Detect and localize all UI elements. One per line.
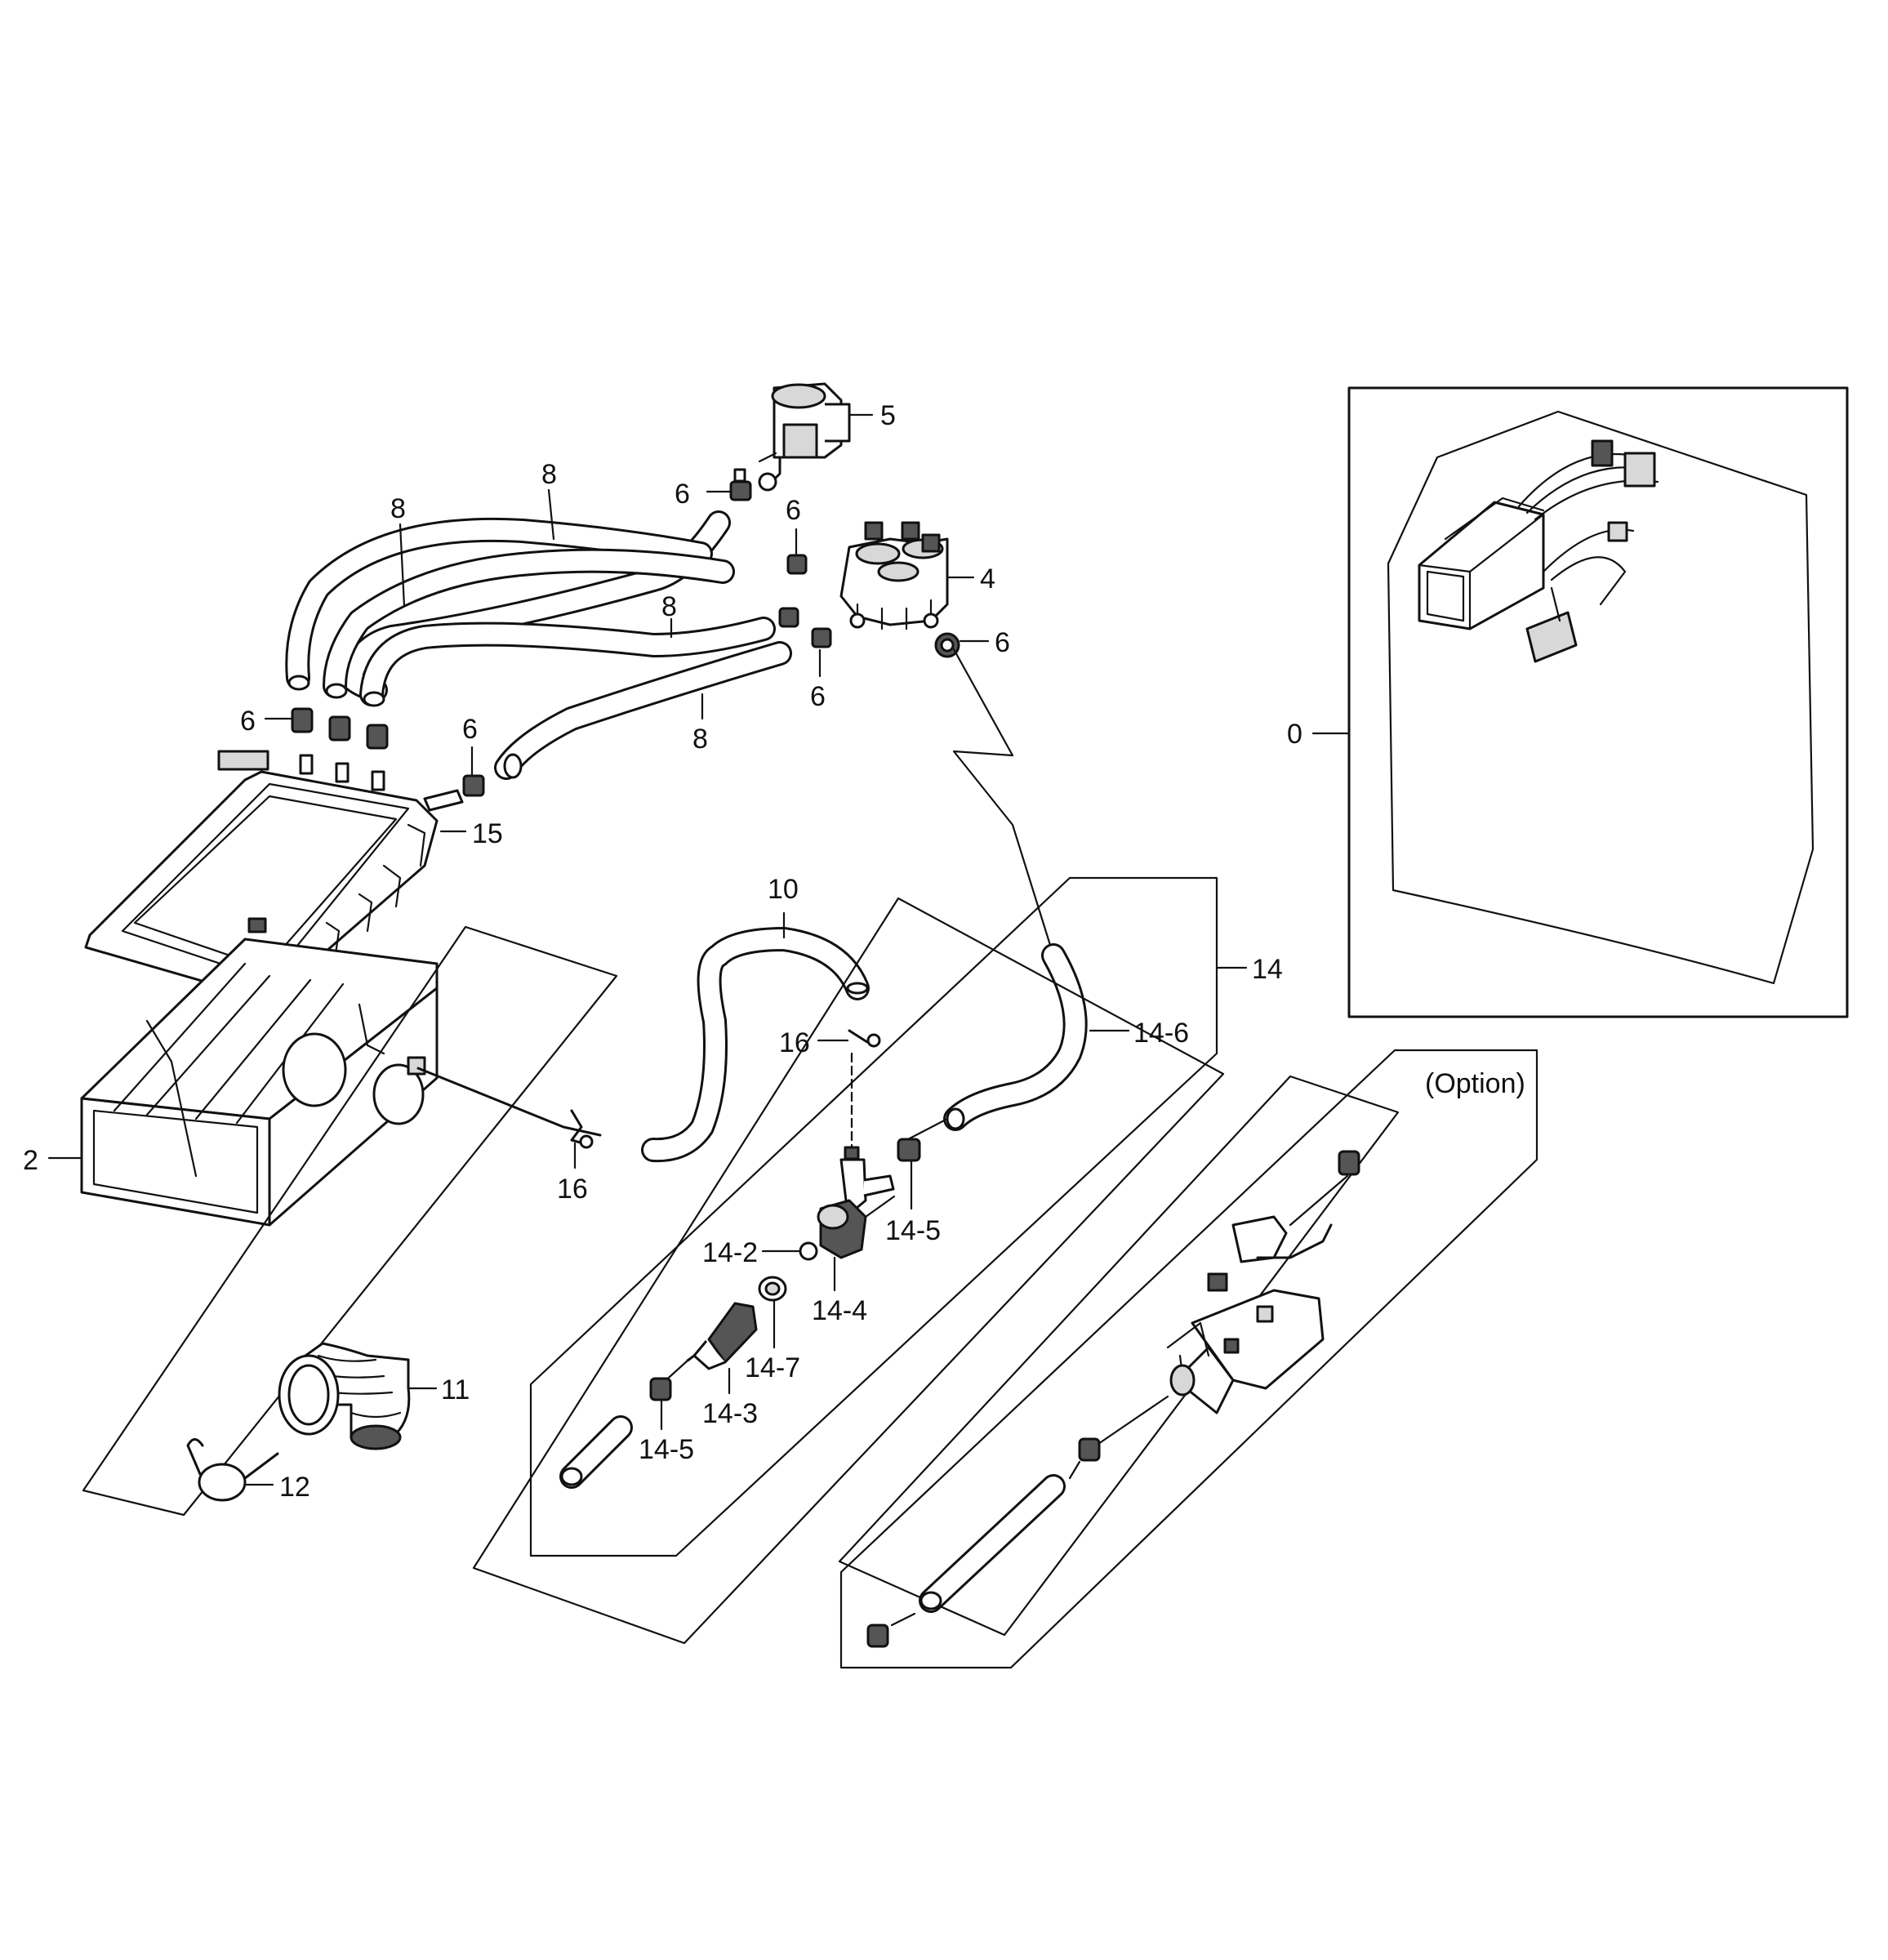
label-10: 10 xyxy=(768,874,799,905)
label-2: 2 xyxy=(23,1145,38,1176)
clamp-6f xyxy=(423,774,485,812)
clamp-6d xyxy=(934,632,960,658)
water-valve-5 xyxy=(758,382,851,492)
label-6d: 6 xyxy=(995,627,1010,658)
label-4: 4 xyxy=(980,564,995,595)
assembly-14-outline xyxy=(529,876,1218,1557)
valve-body-14-4 xyxy=(817,1195,896,1259)
seal-14-7 xyxy=(758,1276,787,1302)
pump-group-outline xyxy=(472,897,1225,1645)
label-0: 0 xyxy=(1287,719,1302,750)
label-6f: 6 xyxy=(462,714,478,745)
option-clamp-bottom xyxy=(866,1612,916,1648)
clamp-6b xyxy=(786,554,808,575)
option-valve-body xyxy=(1166,1215,1333,1414)
clamp-6e xyxy=(291,707,389,791)
leader-8b xyxy=(399,523,406,608)
option-clamp-top xyxy=(1289,1150,1360,1227)
label-6a: 6 xyxy=(675,479,690,510)
label-12: 12 xyxy=(279,1472,310,1503)
clamp-6c xyxy=(778,607,832,648)
filter-14-3 xyxy=(686,1302,758,1370)
label-14-4: 14-4 xyxy=(812,1295,867,1326)
water-valve-4 xyxy=(839,521,949,630)
hose-8-set xyxy=(285,510,792,780)
label-8a: 8 xyxy=(541,459,557,490)
option-axis-line xyxy=(1097,1395,1169,1446)
clamp-6a xyxy=(729,468,752,501)
drain-hose-10 xyxy=(416,927,870,1163)
option-inner-outline xyxy=(838,1075,1400,1637)
label-14-2: 14-2 xyxy=(702,1237,758,1268)
leader-8a xyxy=(547,488,555,541)
clip-16a xyxy=(570,1109,594,1149)
nozzle-pump-top xyxy=(839,1146,895,1210)
clip-16b xyxy=(848,1029,881,1048)
label-15: 15 xyxy=(472,818,503,849)
hose-route-line xyxy=(952,648,1055,957)
label-11: 11 xyxy=(441,1374,470,1405)
label-8b: 8 xyxy=(390,493,406,524)
label-6b: 6 xyxy=(786,495,801,526)
label-8d: 8 xyxy=(692,724,708,755)
label-16a: 16 xyxy=(557,1174,588,1205)
option-hose xyxy=(919,1474,1066,1613)
label-8c: 8 xyxy=(661,591,677,622)
label-6c: 6 xyxy=(810,681,826,712)
label-option: (Option) xyxy=(1425,1068,1525,1099)
label-14-3: 14-3 xyxy=(702,1398,758,1429)
label-16b: 16 xyxy=(779,1027,810,1058)
label-14-7: 14-7 xyxy=(745,1352,800,1383)
bellows-group-outline xyxy=(82,925,618,1517)
clamp-14-5-lower xyxy=(649,1377,672,1401)
label-14-5-upper: 14-5 xyxy=(885,1215,941,1246)
clamp-14-5-upper xyxy=(897,1117,949,1162)
bellows-11 xyxy=(278,1342,411,1450)
label-6e: 6 xyxy=(240,706,256,737)
label-14: 14 xyxy=(1252,954,1283,985)
option-clamp-mid xyxy=(1068,1437,1101,1480)
hose-14-6 xyxy=(943,943,1088,1131)
clamp-ring-12 xyxy=(186,1438,279,1502)
assembly-0-box: 0 xyxy=(1287,386,1849,1018)
label-5: 5 xyxy=(880,400,896,431)
assembly-0-thumbnail xyxy=(1418,439,1659,663)
hose-short-lower xyxy=(559,1415,633,1489)
label-14-5-lower: 14-5 xyxy=(639,1434,694,1465)
label-14-6: 14-6 xyxy=(1133,1018,1189,1049)
dispenser-housing-2 xyxy=(80,938,439,1227)
option-group-outline xyxy=(839,1049,1538,1669)
ball-14-2 xyxy=(799,1241,818,1261)
